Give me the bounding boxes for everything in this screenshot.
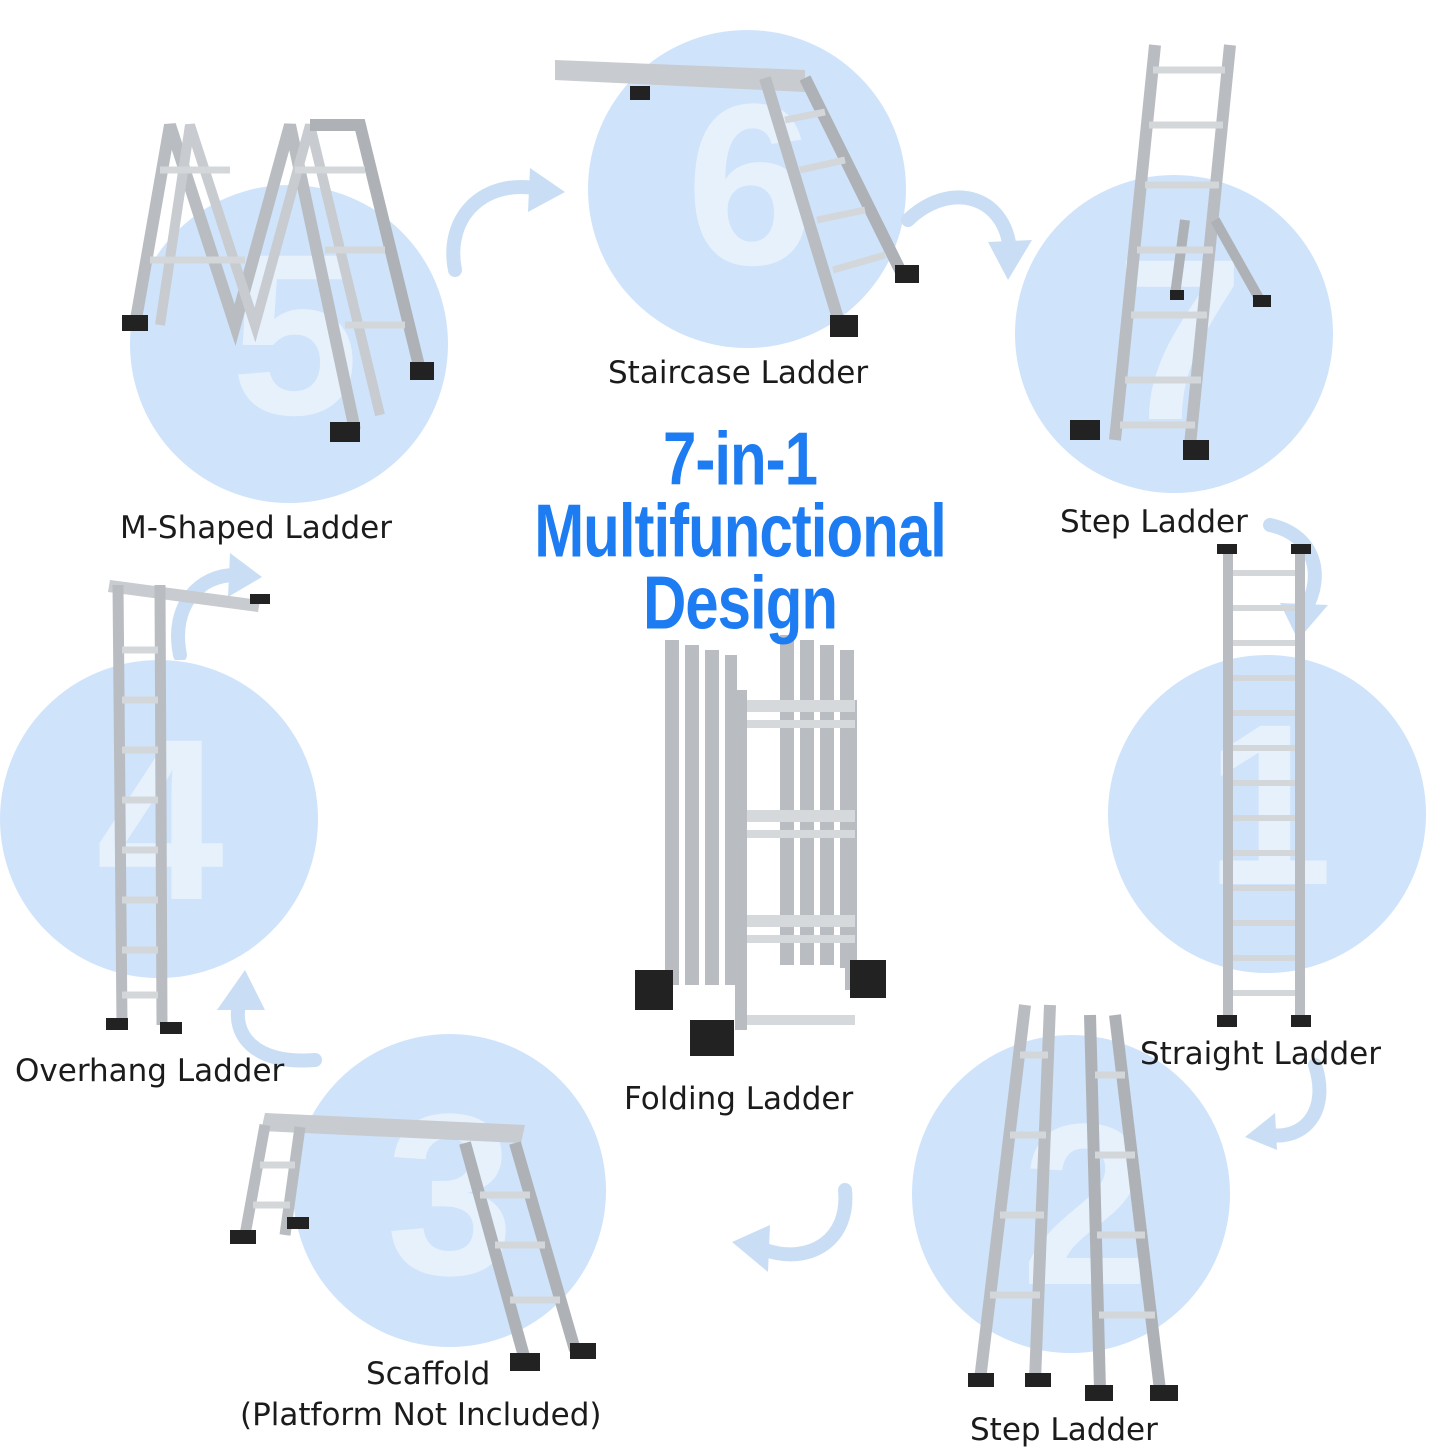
headline-line-1: 7-in-1 (662, 417, 818, 501)
ladder-image (555, 60, 919, 337)
ladder-image (106, 580, 270, 1034)
label-step-ladder-7: Step Ladder (1060, 504, 1248, 540)
ladder-image (1070, 44, 1271, 460)
cycle-arrow-icon (217, 970, 322, 1068)
label-step-ladder-2: Step Ladder (970, 1412, 1158, 1448)
label-scaffold: Scaffold (366, 1356, 491, 1392)
cycle-arrow-icon (901, 190, 1032, 280)
ladder-image (122, 119, 434, 442)
label-overhang-ladder: Overhang Ladder (15, 1053, 285, 1089)
label-m-shaped-ladder: M-Shaped Ladder (120, 510, 392, 546)
headline-line-2: Multifunctional (534, 489, 947, 573)
ladder-image (968, 1004, 1178, 1401)
headline-line-3: Design (642, 561, 838, 645)
circle-2 (912, 1035, 1230, 1353)
label-staircase-ladder: Staircase Ladder (608, 355, 869, 391)
cycle-arrow-icon (1245, 1058, 1327, 1150)
label-scaffold-note: (Platform Not Included) (240, 1397, 602, 1433)
ladder-image (635, 635, 886, 1056)
ladder-image (1217, 544, 1311, 1027)
label-folding-ladder: Folding Ladder (624, 1081, 854, 1117)
circle-7 (1015, 175, 1333, 493)
cycle-arrow-icon (446, 168, 565, 277)
circle-5 (130, 185, 448, 503)
ladder-image (230, 1113, 596, 1371)
label-straight-ladder: Straight Ladder (1140, 1036, 1381, 1072)
cycle-arrow-icon (732, 1183, 853, 1272)
